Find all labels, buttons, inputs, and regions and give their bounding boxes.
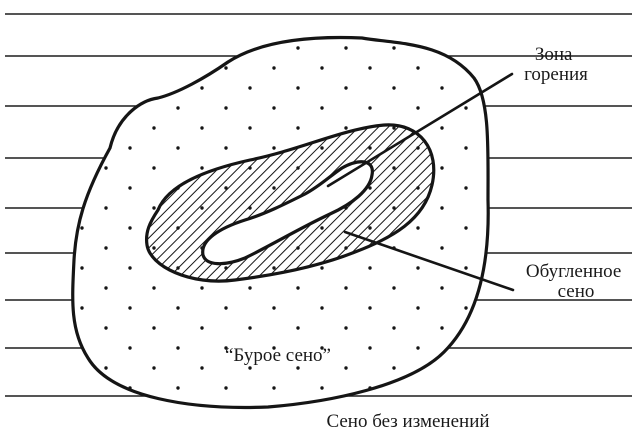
unchanged-hay-label: Сено без изменений xyxy=(326,411,489,432)
burning-zone-label-line-2: горения xyxy=(524,64,588,85)
charred-hay-label: Обугленное сено xyxy=(526,261,626,302)
burning-zone-label-line-1: Зона xyxy=(535,44,573,65)
charred-hay-label-line-2: сено xyxy=(558,281,595,302)
brown-hay-label: “Бурое сено” xyxy=(225,345,331,366)
charred-hay-label-line-1: Обугленное xyxy=(526,261,621,282)
burning-zone-label: Зона горения xyxy=(524,44,588,85)
